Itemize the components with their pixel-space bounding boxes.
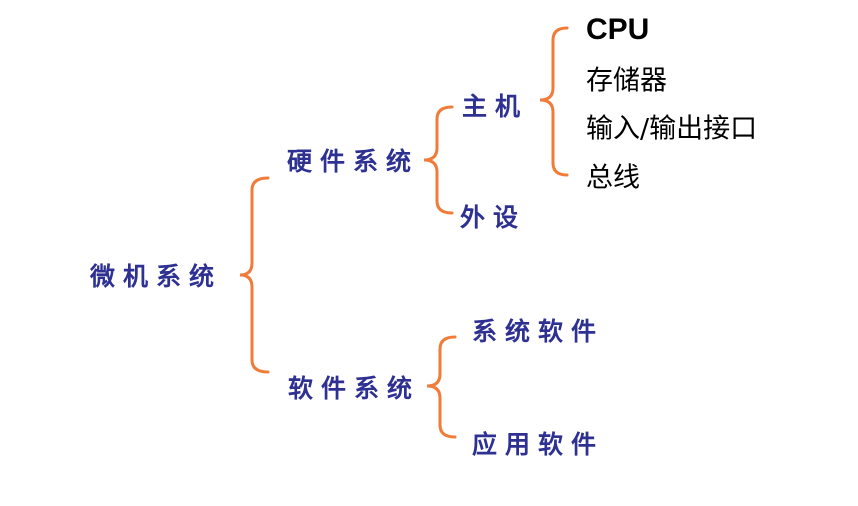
brace-host	[539, 26, 569, 177]
hardware-node-label: 硬件系统	[287, 147, 420, 176]
root-node-label: 微机系统	[90, 262, 223, 291]
software-node-label: 软件系统	[288, 374, 421, 403]
memory-label: 存储器	[586, 65, 667, 97]
application-software-label: 应用软件	[472, 430, 605, 459]
brace-software	[426, 335, 457, 439]
cpu-label: CPU	[586, 13, 650, 46]
io-interface-label: 输入/输出接口	[586, 113, 758, 145]
brace-root	[239, 176, 270, 374]
host-node-label: 主机	[462, 92, 529, 121]
brace-hardware	[423, 105, 454, 215]
bus-label: 总线	[586, 162, 640, 194]
system-software-label: 系统软件	[472, 317, 605, 346]
peripheral-node-label: 外设	[460, 203, 527, 232]
